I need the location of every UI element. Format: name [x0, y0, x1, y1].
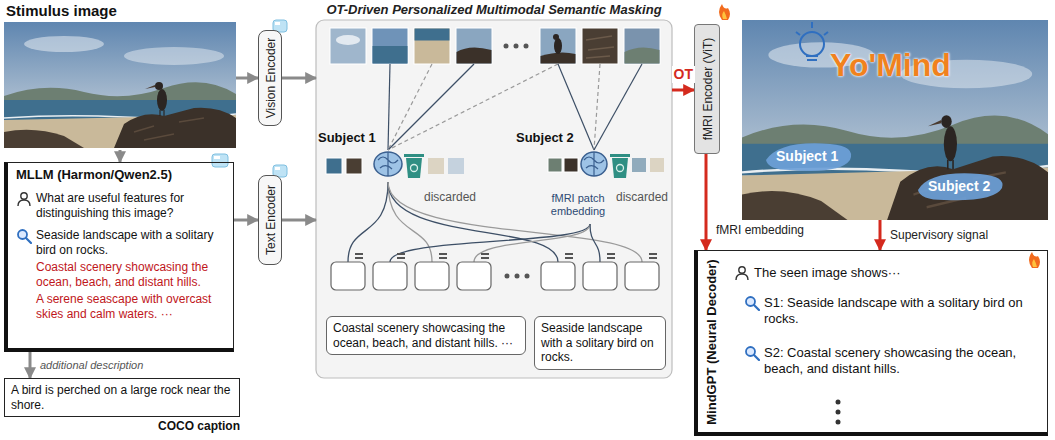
signal-arrow	[705, 154, 708, 250]
panel-title: MindGPT (Neural Decoder)	[704, 259, 720, 424]
subject-label: Subject 2	[928, 178, 990, 195]
node-label: Coastal scenery showcasing the ocean, be…	[333, 321, 519, 350]
node-label: Seaside landscape with a solitary bird o…	[541, 321, 659, 365]
panel-title: MLLM (Harmon/Qwen2.5)	[16, 167, 212, 183]
caption-box: A bird is perched on a large rock near t…	[4, 378, 240, 434]
node-label: Vision Encoder	[264, 38, 279, 119]
caption-text: A bird is perched on a large rock near t…	[4, 378, 240, 417]
prompt-text: The seen image shows···	[754, 265, 1034, 281]
flow-arrow	[282, 77, 316, 80]
flow-arrow	[236, 77, 258, 80]
prompt-text: What are useful features for distinguish…	[36, 191, 230, 220]
image-panel: Stimulus image	[4, 2, 236, 150]
subject-label: Subject 2	[516, 130, 574, 146]
edge-label: Supervisory signal	[888, 228, 990, 243]
subject-label: Subject 1	[776, 148, 838, 165]
node-label: Stimulus image	[6, 2, 117, 20]
decoder-panel: MindGPT (Neural Decoder) The seen image s…	[694, 250, 1048, 436]
flow-arrow	[119, 150, 122, 162]
node-label: Text Encoder	[264, 185, 279, 255]
encoder-box: fMRI Encoder (ViT)	[694, 24, 720, 154]
answer-text: S2: Coastal scenery showcasing the ocean…	[764, 345, 1036, 377]
encoder-box: Text Encoder	[258, 175, 282, 265]
text-box: Seaside landscape with a solitary bird o…	[534, 316, 666, 370]
signal-arrow	[672, 89, 694, 92]
status-label: discarded	[616, 190, 668, 205]
edge-label: fMRI embedding	[714, 223, 806, 238]
panel-title: OT-Driven Personalized Multimodal Semant…	[326, 2, 661, 18]
flow-arrow	[29, 352, 32, 378]
user-icon	[16, 191, 32, 207]
node-label: fMRI Encoder (ViT)	[701, 38, 716, 140]
answer-text: Coastal scenery showcasing the ocean, be…	[36, 260, 230, 289]
encoder-box: Vision Encoder	[258, 30, 282, 126]
search-icon	[16, 228, 32, 244]
edge-label: OT	[672, 66, 695, 83]
answer-text: Seaside landscape with a solitary bird o…	[36, 228, 230, 257]
logo-text: Yo'Mind	[830, 46, 951, 85]
signal-arrow	[879, 220, 882, 250]
caption-label: COCO caption	[4, 419, 240, 434]
answer-text: S1: Seaside landscape with a solitary bi…	[764, 295, 1036, 327]
flow-arrow	[234, 219, 258, 222]
mllm-panel: MLLM (Harmon/Qwen2.5) What are useful fea…	[4, 162, 234, 352]
status-label: discarded	[424, 190, 476, 205]
annotation-label: fMRI patch embedding	[546, 192, 610, 219]
text-box: Coastal scenery showcasing the ocean, be…	[326, 316, 526, 355]
search-icon	[744, 345, 760, 361]
result-panel: Yo'MindSubject 1 Subject 2	[742, 20, 1048, 220]
subject-label: Subject 1	[318, 130, 376, 146]
answer-text: A serene seascape with overcast skies an…	[36, 292, 230, 321]
search-icon	[744, 295, 760, 311]
user-icon	[734, 265, 750, 281]
edge-label: additional description	[38, 359, 145, 372]
flow-arrow	[282, 219, 316, 222]
